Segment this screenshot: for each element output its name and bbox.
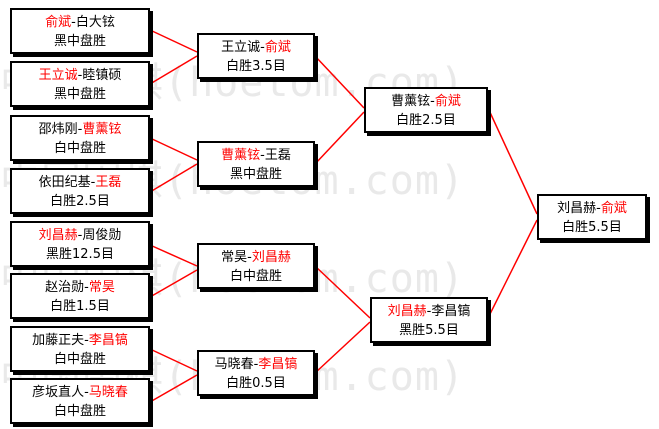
match-result: 白胜5.5目 <box>562 220 622 235</box>
match-players: 马晓春-李昌镐 <box>214 357 298 372</box>
connector-line <box>149 269 198 298</box>
match-result: 黑中盘胜 <box>53 87 106 102</box>
match-result: 白中盘胜 <box>229 269 282 284</box>
round1-match-4: 依田纪基-王磊 白胜2.5目 <box>10 168 150 214</box>
player-name: 加藤正夫 <box>32 333 85 348</box>
player-name: 曹薰铉 <box>221 148 261 163</box>
match-players: 刘昌赫-周俊勋 <box>38 228 122 243</box>
player-name: 马晓春 <box>214 357 254 372</box>
player-name: 曹薰铉 <box>391 94 431 109</box>
player-name: 王磊 <box>264 148 291 163</box>
match-players: 加藤正夫-李昌镐 <box>32 333 128 348</box>
player-name: 李昌镐 <box>258 357 298 372</box>
player-name: 彦坂直人 <box>32 385 85 400</box>
match-result: 白胜2.5目 <box>50 194 110 209</box>
player-name: 王立诚 <box>221 40 261 55</box>
player-name: 俞斌 <box>264 40 291 55</box>
round2-match-3: 常昊-刘昌赫 白中盘胜 <box>197 243 315 289</box>
connector-line <box>149 374 198 403</box>
connector-line <box>149 55 198 85</box>
match-result: 白中盘胜 <box>53 141 106 156</box>
match-players: 刘昌赫-俞斌 <box>557 201 627 216</box>
player-name: 睦镇硕 <box>82 68 122 83</box>
connector-line <box>314 265 371 319</box>
player-name: 刘昌赫 <box>387 304 427 319</box>
player-name: 俞斌 <box>45 15 72 30</box>
player-name: 王立诚 <box>38 68 78 83</box>
connector-line <box>487 219 538 319</box>
match-result: 黑胜12.5目 <box>46 247 114 262</box>
player-name: 俞斌 <box>434 94 461 109</box>
round1-match-3: 邵炜刚-曹薰铉 白中盘胜 <box>10 115 150 161</box>
connector-line <box>149 29 198 53</box>
round3-match-1: 曹薰铉-俞斌 白胜2.5目 <box>364 87 488 133</box>
round2-match-4: 马晓春-李昌镐 白胜0.5目 <box>197 350 315 396</box>
match-players: 常昊-刘昌赫 <box>221 250 291 265</box>
match-players: 俞斌-白大铉 <box>45 15 115 30</box>
player-name: 常昊 <box>88 280 115 295</box>
match-players: 邵炜刚-曹薰铉 <box>38 122 122 137</box>
player-name: 赵治勋 <box>45 280 85 295</box>
final-match: 刘昌赫-俞斌 白胜5.5目 <box>537 194 647 240</box>
player-name: 王磊 <box>95 175 122 190</box>
connector-line <box>149 137 198 161</box>
round1-match-2: 王立诚-睦镇硕 黑中盘胜 <box>10 61 150 107</box>
match-result: 白胜3.5目 <box>226 59 286 74</box>
match-players: 王立诚-睦镇硕 <box>38 68 122 83</box>
match-result: 黑中盘胜 <box>53 34 106 49</box>
player-name: 白大铉 <box>75 15 115 30</box>
player-name: 刘昌赫 <box>251 250 291 265</box>
connector-line <box>149 244 198 267</box>
round1-match-8: 彦坂直人-马晓春 白中盘胜 <box>10 378 150 424</box>
match-players: 曹薰铉-俞斌 <box>391 94 461 109</box>
player-name: 刘昌赫 <box>38 228 78 243</box>
match-result: 白中盘胜 <box>53 404 106 419</box>
match-players: 曹薰铉-王磊 <box>221 148 291 163</box>
player-name: 李昌镐 <box>88 333 128 348</box>
match-players: 王立诚-俞斌 <box>221 40 291 55</box>
connector-line <box>314 321 371 374</box>
match-result: 白胜1.5目 <box>50 299 110 314</box>
round3-match-2: 刘昌赫-李昌镐 黑胜5.5目 <box>370 297 488 343</box>
match-players: 刘昌赫-李昌镐 <box>387 304 471 319</box>
player-name: 周俊勋 <box>82 228 122 243</box>
player-name: 俞斌 <box>600 201 627 216</box>
player-name: 邵炜刚 <box>38 122 78 137</box>
match-players: 赵治勋-常昊 <box>45 280 115 295</box>
match-result: 白胜2.5目 <box>396 113 456 128</box>
player-name: 刘昌赫 <box>557 201 597 216</box>
connector-line <box>314 111 365 165</box>
match-result: 白中盘胜 <box>53 352 106 367</box>
player-name: 马晓春 <box>88 385 128 400</box>
match-result: 黑胜5.5目 <box>399 323 459 338</box>
connector-line <box>314 55 365 109</box>
round1-match-7: 加藤正夫-李昌镐 白中盘胜 <box>10 326 150 372</box>
round1-match-1: 俞斌-白大铉 黑中盘胜 <box>10 8 150 54</box>
player-name: 常昊 <box>221 250 248 265</box>
match-players: 彦坂直人-马晓春 <box>32 385 128 400</box>
round2-match-1: 王立诚-俞斌 白胜3.5目 <box>197 33 315 79</box>
player-name: 曹薰铉 <box>82 122 122 137</box>
round1-match-5: 刘昌赫-周俊勋 黑胜12.5目 <box>10 221 150 267</box>
round1-match-6: 赵治勋-常昊 白胜1.5目 <box>10 273 150 319</box>
match-players: 依田纪基-王磊 <box>38 175 122 190</box>
player-name: 依田纪基 <box>38 175 91 190</box>
match-result: 黑中盘胜 <box>229 167 282 182</box>
connector-line <box>487 107 538 215</box>
connector-line <box>149 163 198 193</box>
match-result: 白胜0.5目 <box>226 376 286 391</box>
connector-line <box>149 348 198 372</box>
player-name: 李昌镐 <box>431 304 471 319</box>
round2-match-2: 曹薰铉-王磊 黑中盘胜 <box>197 141 315 187</box>
